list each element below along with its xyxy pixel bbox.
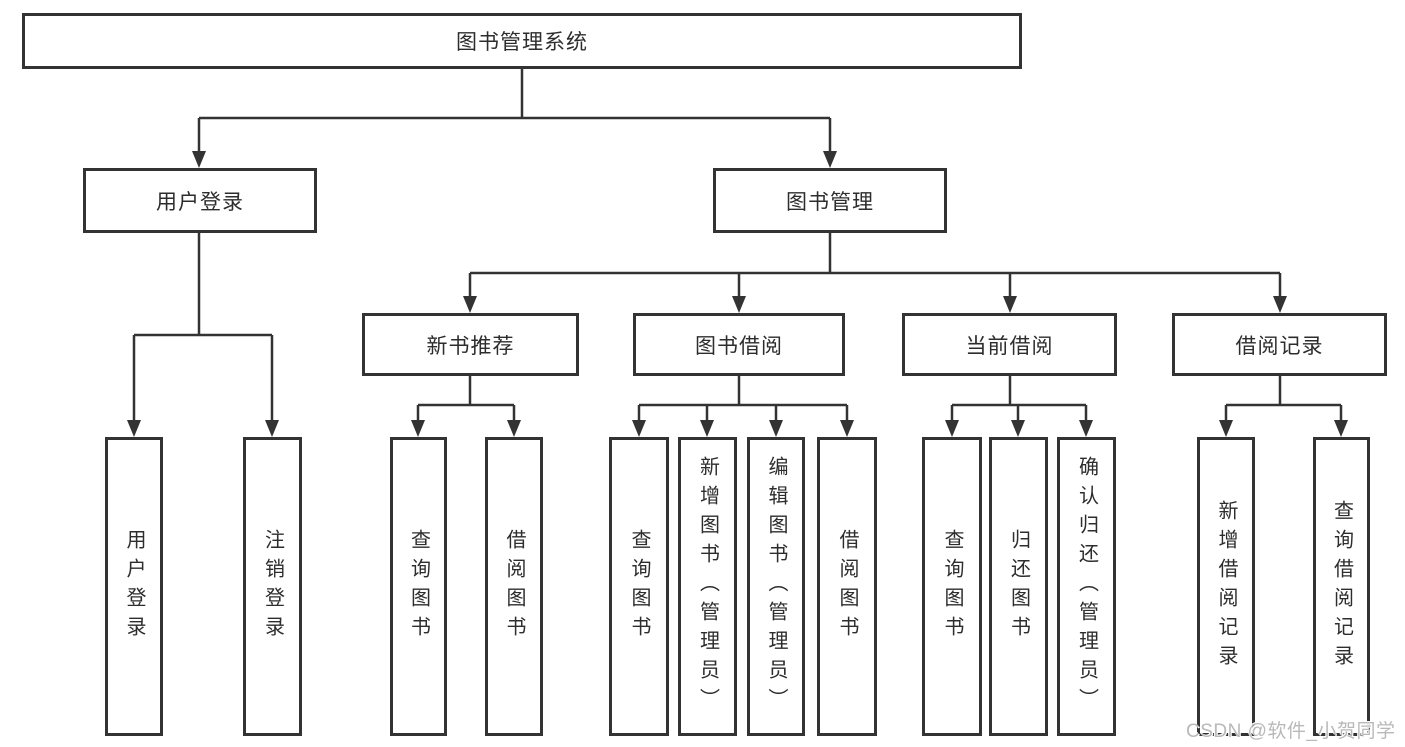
branch-root — [197, 69, 832, 153]
arrowhead — [1334, 420, 1348, 437]
node-label: 查询图书 — [941, 528, 963, 645]
leaf-nbr-query-books: 查询图书 — [390, 437, 447, 736]
node-label: 借阅记录 — [1235, 334, 1324, 358]
leaf-bb-borrow-books: 借阅图书 — [817, 437, 877, 736]
csdn-watermark: CSDN @软件_小贺同学 — [1186, 721, 1396, 742]
arrowhead — [945, 420, 959, 437]
leaf-bb-edit-books-admin: 编辑图书（管理员） — [747, 437, 805, 736]
node-borrow-records: 借阅记录 — [1172, 313, 1387, 376]
node-label: 借阅图书 — [836, 528, 858, 645]
node-current-borrowing: 当前借阅 — [902, 313, 1117, 376]
arrowhead — [732, 296, 746, 313]
leaf-bb-add-books-admin: 新增图书（管理员） — [678, 437, 737, 736]
arrowhead — [127, 420, 141, 437]
node-book-borrowing: 图书借阅 — [633, 313, 845, 376]
arrowhead — [1003, 296, 1017, 313]
node-label: 图书管理系统 — [456, 31, 588, 54]
branch-user-login — [132, 233, 274, 422]
node-label: 新书推荐 — [426, 334, 515, 358]
node-label: 图书管理 — [786, 190, 874, 214]
node-label: 用户登录 — [123, 528, 145, 645]
node-book-management: 图书管理 — [713, 168, 947, 233]
arrowhead — [1079, 420, 1093, 437]
node-label: 当前借阅 — [965, 334, 1054, 358]
node-label: 新增借阅记录 — [1215, 499, 1237, 674]
arrowhead — [769, 420, 783, 437]
leaf-cb-confirm-return-admin: 确认归还（管理员） — [1057, 437, 1116, 736]
leaf-br-add-record: 新增借阅记录 — [1197, 437, 1255, 736]
branch-lines — [132, 69, 1343, 422]
arrowhead — [463, 296, 477, 313]
branch-borrow-record — [1224, 376, 1343, 422]
arrowhead — [265, 420, 279, 437]
node-label: 图书借阅 — [695, 334, 783, 358]
arrowhead — [700, 420, 714, 437]
branch-book-borrow — [637, 376, 849, 422]
arrowhead — [507, 420, 521, 437]
node-label: 查询图书 — [628, 528, 650, 645]
arrowheads — [127, 151, 1348, 437]
node-label: 借阅图书 — [503, 528, 525, 645]
node-user-login: 用户登录 — [83, 168, 317, 233]
node-label: 确认归还（管理员） — [1075, 456, 1098, 717]
arrowhead — [823, 151, 837, 168]
node-label: 查询借阅记录 — [1330, 499, 1353, 674]
branch-book-mgmt — [468, 233, 1282, 298]
node-library-management-system: 图书管理系统 — [22, 13, 1022, 69]
node-label: 用户登录 — [156, 190, 244, 214]
leaf-cb-return-books: 归还图书 — [989, 437, 1048, 736]
leaf-br-query-record: 查询借阅记录 — [1313, 437, 1370, 736]
arrowhead — [1273, 296, 1287, 313]
node-label: 编辑图书（管理员） — [765, 456, 787, 717]
arrowhead — [1219, 420, 1233, 437]
arrowhead — [192, 151, 206, 168]
leaf-cb-query-books: 查询图书 — [922, 437, 982, 736]
leaf-nbr-borrow-books: 借阅图书 — [485, 437, 543, 736]
branch-current-borrow — [950, 376, 1088, 422]
branch-new-book-rec — [416, 376, 516, 422]
arrowhead — [411, 420, 425, 437]
arrowhead — [632, 420, 646, 437]
node-label: 查询图书 — [407, 528, 430, 645]
node-label: 归还图书 — [1007, 528, 1030, 645]
leaf-logout: 注销登录 — [243, 437, 302, 736]
leaf-user-login: 用户登录 — [105, 437, 163, 736]
node-label: 新增图书（管理员） — [696, 456, 719, 717]
node-label: 注销登录 — [261, 528, 284, 645]
leaf-bb-query-books: 查询图书 — [609, 437, 669, 736]
arrowhead — [1011, 420, 1025, 437]
node-new-book-recommendation: 新书推荐 — [362, 313, 579, 376]
arrowhead — [840, 420, 854, 437]
